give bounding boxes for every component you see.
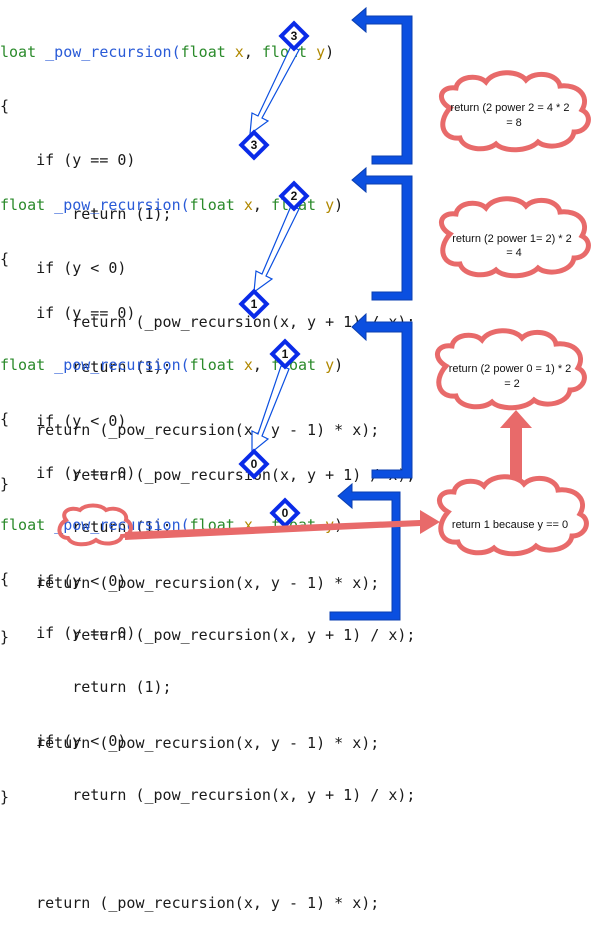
cloud-text: return (2 power 2 = 4 * 2 (451, 102, 570, 114)
type-float: float (189, 356, 235, 374)
cloud-3: return (2 power 0 = 1) * 2 = 2 (435, 328, 587, 411)
code-line: return (_pow_recursion(x, y + 1) / x); (0, 626, 416, 644)
cloud-2: return (2 power 1= 2) * 2 = 4 (439, 196, 591, 279)
code-line: if (y == 0) (0, 304, 136, 322)
param-x: x (234, 516, 253, 534)
code-line: return (_pow_recursion(x, y + 1) / x); (0, 786, 416, 804)
code-line: return (_pow_recursion(x, y - 1) * x); (0, 894, 380, 912)
diamond-label: 3 (251, 138, 258, 152)
function-header: float _pow_recursion(float x, float y) (0, 356, 415, 374)
diamond-bottom-3: 0 (238, 448, 270, 480)
diamond-top-1: 3 (278, 20, 310, 52)
close-paren: ) (334, 196, 344, 214)
param-y: y (316, 196, 335, 214)
cloud-text: = 4 (506, 247, 522, 259)
code-line: return (1); (0, 678, 172, 696)
code-line: } (0, 475, 10, 493)
param-y: y (316, 356, 335, 374)
param-x: x (234, 196, 253, 214)
diamond-label: 0 (251, 457, 258, 471)
code-block-1: loat _pow_recursion(float x, float y) { … (0, 7, 415, 511)
code-line (0, 840, 415, 858)
annotation-overlay: 3 3 2 1 1 0 0 return (2 power 2 = 4 * 2 … (57, 6, 591, 621)
return-arrow-2 (351, 312, 413, 479)
diamond-top-4: 0 (269, 497, 301, 529)
function-header: loat _pow_recursion(float x, float y) (0, 43, 415, 61)
diamond-label: 1 (282, 347, 289, 361)
diamond-bottom-2: 1 (238, 288, 270, 320)
close-paren: ) (334, 356, 344, 374)
code-line: if (y < 0) (0, 732, 127, 750)
header-prefix: loat (0, 43, 37, 61)
small-cloud (57, 503, 133, 547)
comma: , (243, 43, 262, 61)
header-prefix: float (0, 196, 46, 214)
code-line: if (y < 0) (0, 259, 127, 277)
close-paren: ) (325, 43, 335, 61)
cloud-text: return (2 power 0 = 1) * 2 (449, 363, 572, 375)
recursion-arrow-1 (249, 45, 300, 136)
diamond-top-3: 1 (269, 338, 301, 370)
comma: , (252, 356, 271, 374)
diamond-label: 0 (282, 506, 289, 520)
cloud-text: return 1 because y == 0 (452, 519, 568, 531)
code-block-2: float _pow_recursion(float x, float y) {… (0, 160, 415, 664)
header-prefix: float (0, 356, 46, 374)
diamond-bottom-1: 3 (238, 129, 270, 161)
function-name: _pow_recursion( (45, 356, 190, 374)
code-line: { (0, 97, 10, 115)
header-prefix: float (0, 516, 46, 534)
function-name: _pow_recursion( (36, 43, 181, 61)
cloud-text: = 2 (504, 378, 520, 390)
base-case-arrow (125, 510, 440, 540)
cloud-4: return 1 because y == 0 (437, 474, 589, 557)
code-line: if (y < 0) (0, 412, 127, 430)
diamond-label: 2 (291, 189, 298, 203)
code-line: if (y < 0) (0, 572, 127, 590)
cloud-text: return (2 power 1= 2) * 2 (452, 233, 572, 245)
code-line: } (0, 628, 10, 646)
cloud-text: = 8 (506, 117, 522, 129)
type-float: float (189, 196, 235, 214)
code-line: return (1); (0, 358, 172, 376)
code-line: { (0, 570, 10, 588)
return-arrow-1 (329, 482, 401, 621)
code-line: { (0, 250, 10, 268)
code-line: if (y == 0) (0, 624, 136, 642)
code-line: if (y == 0) (0, 151, 136, 169)
function-name: _pow_recursion( (45, 516, 190, 534)
function-name: _pow_recursion( (45, 196, 190, 214)
code-line: if (y == 0) (0, 464, 136, 482)
code-line: return (_pow_recursion(x, y - 1) * x); (0, 574, 380, 592)
type-float: float (180, 43, 226, 61)
comma: , (252, 516, 271, 534)
code-line: { (0, 410, 10, 428)
param-x: x (225, 43, 244, 61)
diamond-label: 1 (251, 297, 258, 311)
return-up-arrow (500, 410, 532, 498)
return-arrow-3 (351, 166, 413, 301)
cloud-1: return (2 power 2 = 4 * 2 = 8 (439, 70, 591, 153)
diamond-label: 3 (291, 29, 298, 43)
code-line: return (1); (0, 205, 172, 223)
return-arrow-4 (351, 6, 413, 165)
diamond-top-2: 2 (278, 180, 310, 212)
comma: , (252, 196, 271, 214)
param-x: x (234, 356, 253, 374)
param-y: y (307, 43, 326, 61)
recursion-arrow-2 (253, 205, 300, 294)
code-line: return (_pow_recursion(x, y - 1) * x); (0, 421, 380, 439)
recursion-arrow-3 (251, 365, 290, 454)
